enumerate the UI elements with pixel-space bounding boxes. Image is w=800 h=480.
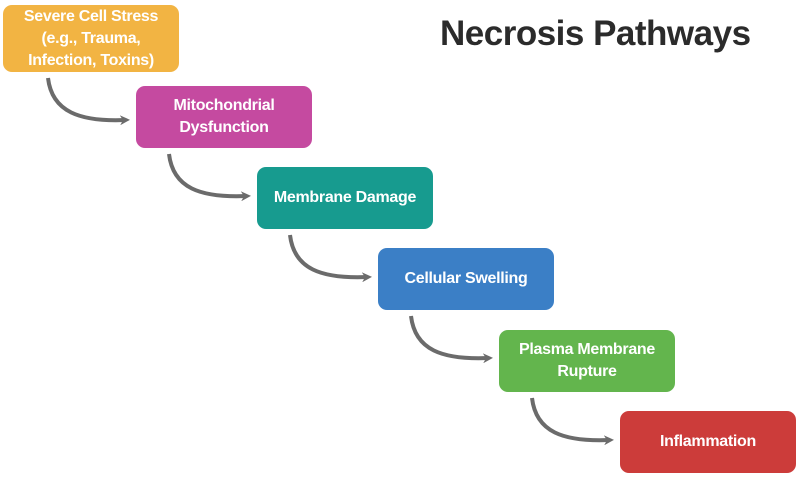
flow-arrow	[530, 397, 614, 446]
flow-arrow	[46, 77, 130, 126]
step-label: Inflammation	[660, 433, 756, 450]
step-label: Cellular Swelling	[404, 270, 528, 287]
flow-arrow	[409, 315, 493, 364]
step-severe-cell-stress: Severe Cell Stress (e.g., Trauma, Infect…	[3, 5, 179, 72]
flow-arrow	[167, 153, 251, 202]
step-label: Severe Cell Stress (e.g., Trauma, Infect…	[23, 7, 159, 69]
step-label: Membrane Damage	[273, 189, 417, 206]
step-inflammation: Inflammation	[620, 411, 796, 473]
step-cellular-swelling: Cellular Swelling	[378, 248, 554, 310]
step-mitochondrial-dysfunction: Mitochondrial Dysfunction	[136, 86, 312, 148]
step-membrane-damage: Membrane Damage	[257, 167, 433, 229]
step-plasma-membrane-rupture: Plasma Membrane Rupture	[499, 330, 675, 392]
step-label: Mitochondrial Dysfunction	[173, 97, 275, 136]
flow-arrow	[288, 234, 372, 283]
page-title: Necrosis Pathways	[440, 14, 751, 53]
step-label: Plasma Membrane Rupture	[518, 341, 655, 380]
